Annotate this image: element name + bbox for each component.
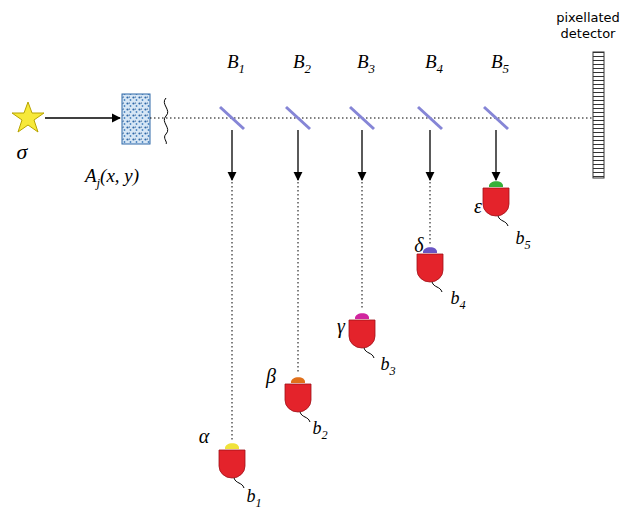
mask-label: Aj(x, y) — [85, 166, 139, 189]
reflected-arrow — [231, 130, 232, 180]
reflected-beam — [298, 182, 299, 374]
splitter-label: B1 — [227, 52, 245, 75]
splitter-label: B3 — [357, 52, 375, 75]
bucket-detector — [285, 377, 311, 422]
reflected-beam — [430, 182, 431, 244]
reflected-arrow — [429, 130, 430, 180]
filter-label: β — [266, 366, 276, 386]
bucket-detector — [349, 313, 375, 358]
detector-label: b2 — [312, 419, 327, 441]
splitter-label: B4 — [425, 52, 443, 75]
detector-title: pixellated detector — [551, 10, 625, 43]
beam-splitter — [418, 107, 442, 129]
source-star — [12, 102, 44, 132]
beam-splitter — [350, 107, 374, 129]
beam-path — [150, 118, 592, 119]
reflected-arrow — [297, 130, 298, 180]
filter-label: γ — [337, 316, 345, 336]
splitter-label: B2 — [293, 52, 311, 75]
wavefront — [164, 98, 167, 144]
detector-label: b3 — [380, 355, 395, 377]
filter-label: ε — [474, 196, 482, 216]
beam-splitter — [220, 107, 244, 129]
filter-label: δ — [414, 235, 423, 255]
bucket-detector — [483, 181, 509, 226]
reflected-beam — [362, 182, 363, 310]
bucket-detector — [219, 443, 245, 488]
reflected-beam — [232, 182, 233, 440]
input-arrow — [45, 117, 120, 118]
source-label: σ — [17, 141, 28, 163]
detector-label: b4 — [450, 289, 465, 311]
pixellated-detector — [593, 52, 604, 178]
random-mask — [122, 94, 150, 144]
beam-splitter — [484, 107, 508, 129]
splitter-label: B5 — [491, 52, 509, 75]
reflected-arrow — [361, 130, 362, 180]
filter-label: α — [199, 426, 210, 446]
beam-splitter — [286, 107, 310, 129]
reflected-arrow — [495, 130, 496, 180]
detector-label: b1 — [246, 487, 261, 509]
detector-label: b5 — [515, 229, 530, 251]
